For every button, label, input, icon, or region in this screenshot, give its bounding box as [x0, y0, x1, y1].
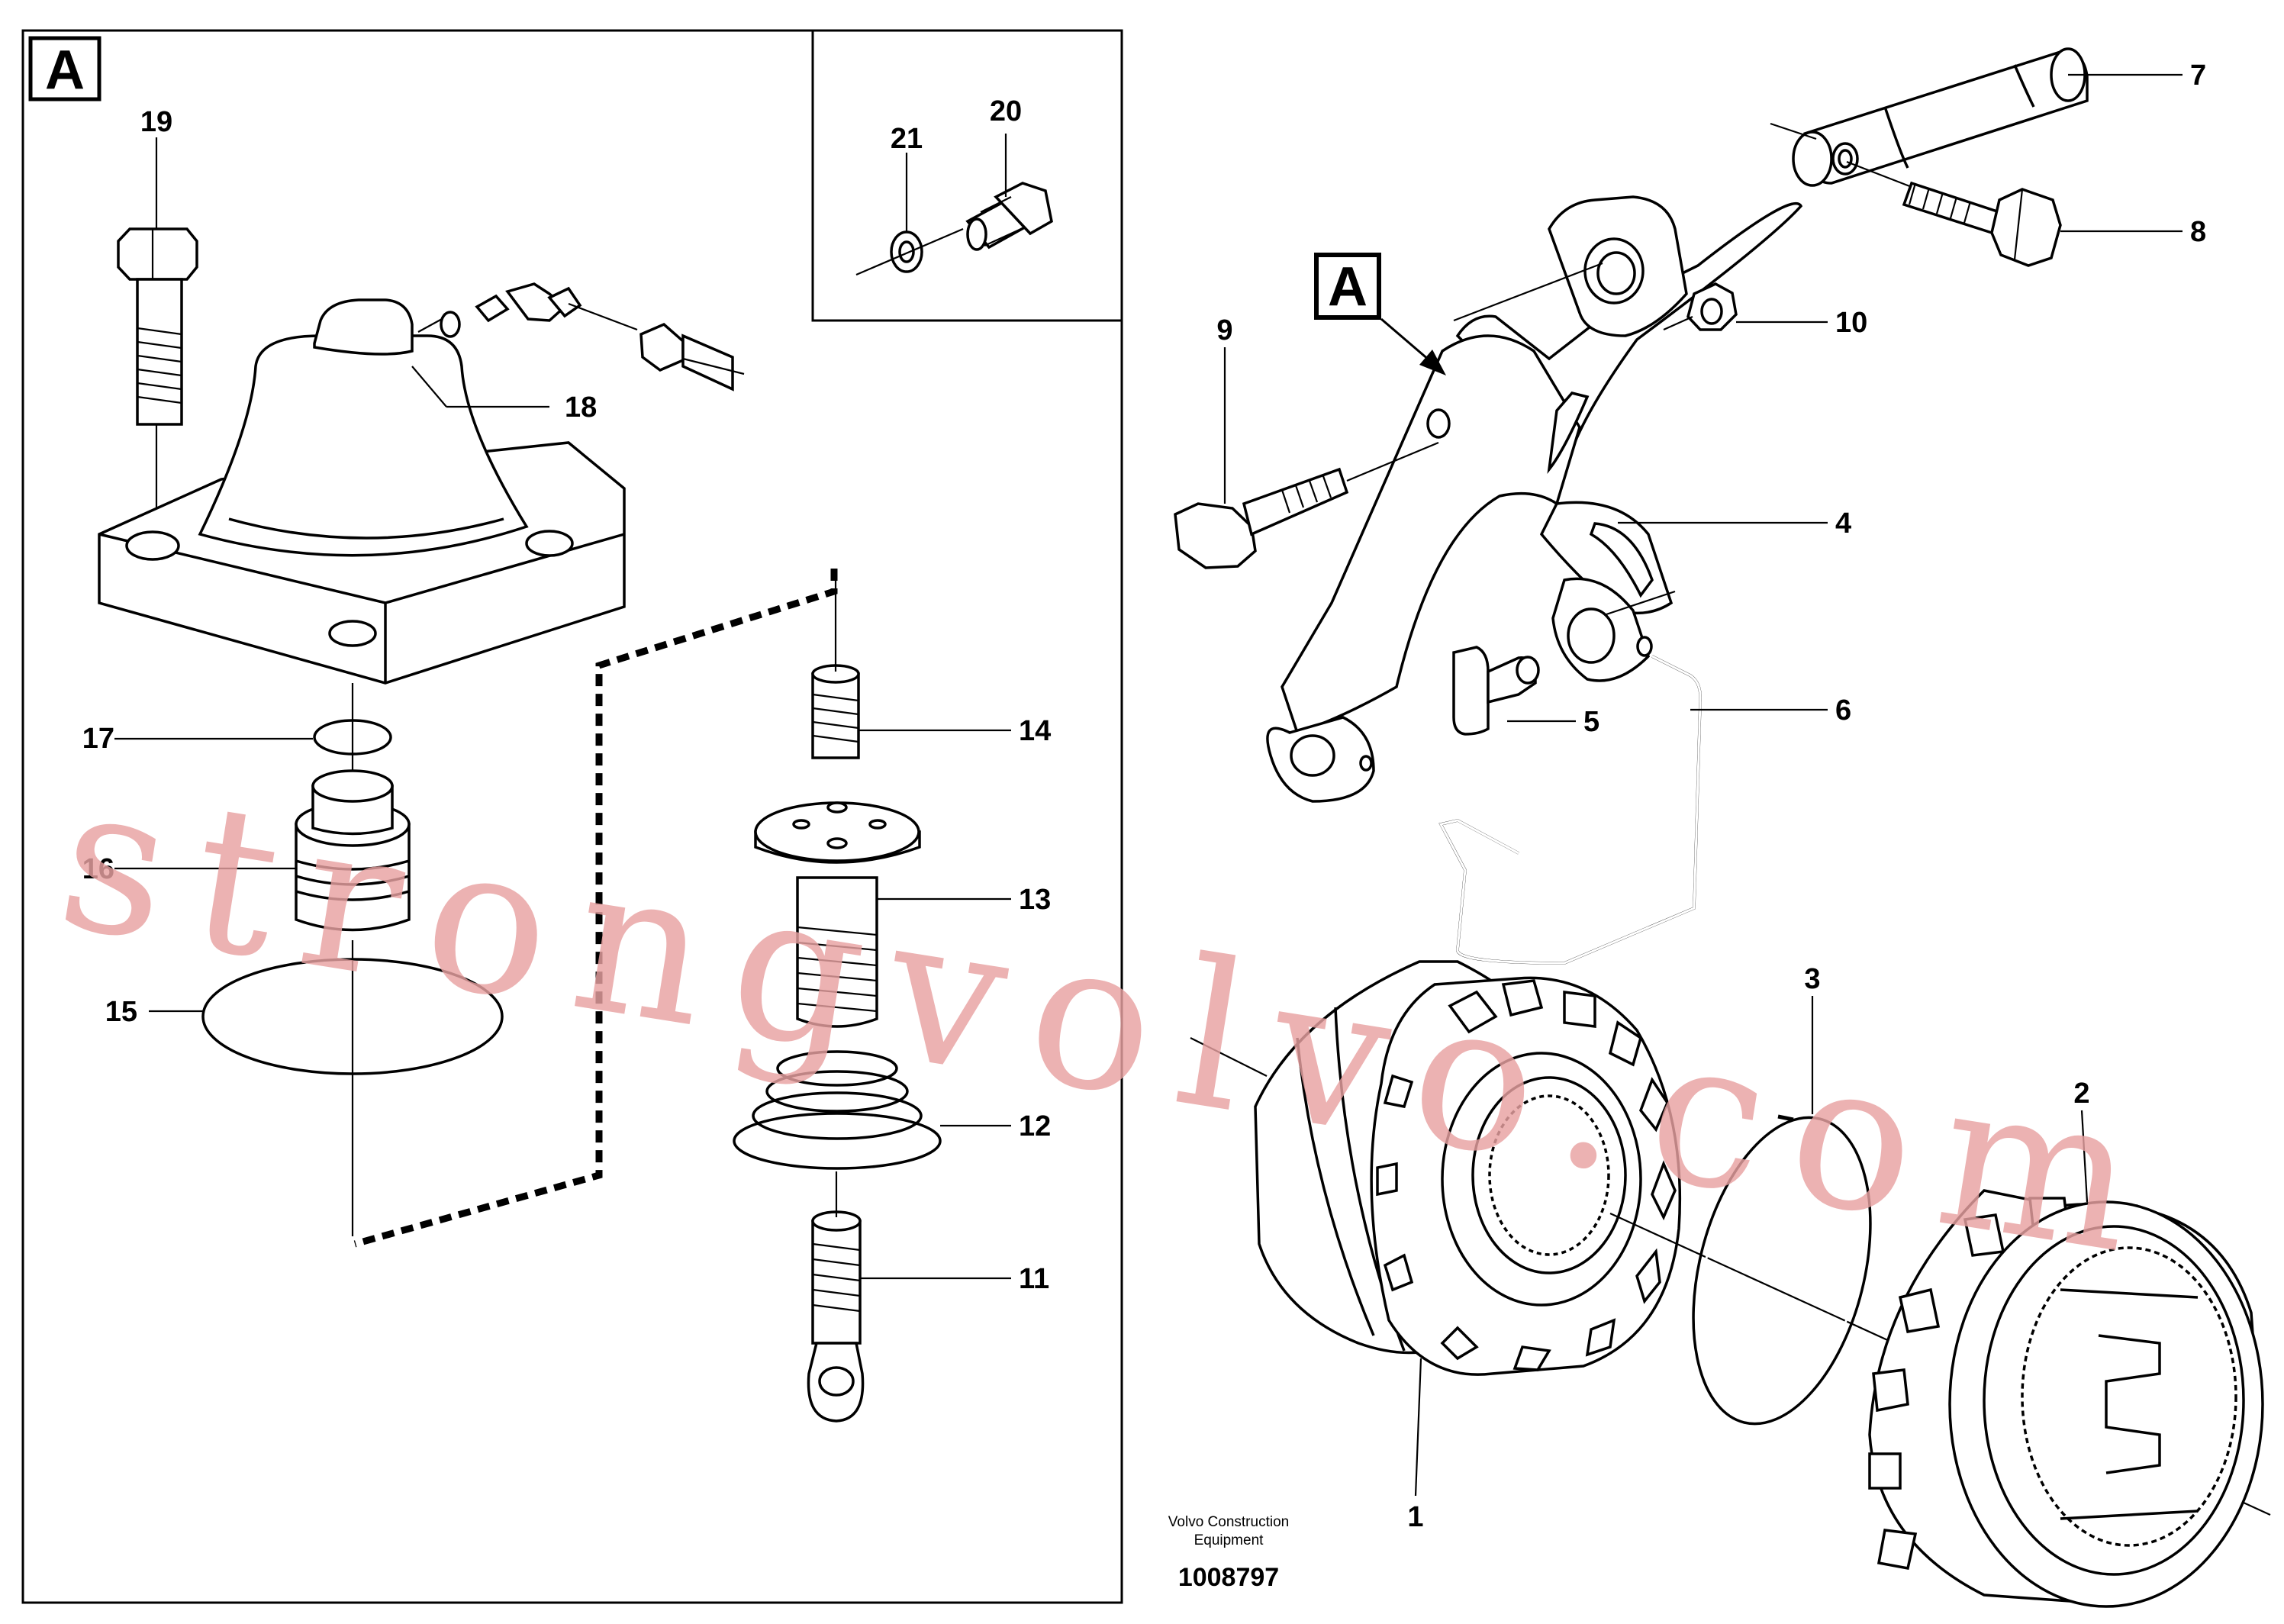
leader-lines: [114, 73, 2183, 1497]
callout-16: 16: [82, 853, 114, 885]
axis-line-8: [1846, 160, 1912, 188]
callout-18: 18: [565, 392, 597, 424]
bolt-part-9: [1174, 467, 1349, 569]
callout-9: 9: [1216, 314, 1232, 346]
callout-labels: 19 18 17 16 15 14 13 12 11 20 21 9 10 4 …: [82, 60, 2206, 1533]
shift-fork-part-4: [1266, 195, 1803, 803]
sleeve-part-1: [1254, 960, 1682, 1376]
callout-3: 3: [1804, 963, 1820, 995]
document-number: 1008797: [1178, 1563, 1279, 1592]
washer-part-21: [890, 230, 923, 273]
callout-7: 7: [2190, 60, 2206, 92]
o-ring-part-17: [313, 719, 392, 756]
snap-ring-part-3: [1692, 1114, 1872, 1426]
piston-part-16: [295, 769, 411, 932]
axis-line-fork-upper: [1453, 262, 1603, 322]
reference-box-label: A: [1328, 256, 1368, 317]
watermark-text: strongvolvo.com: [46, 739, 2179, 1303]
reference-arrowhead: [1419, 350, 1446, 375]
plug-part-20: [965, 182, 1053, 251]
callout-10: 10: [1835, 307, 1867, 339]
coupling-hub-part-2: [1868, 1189, 2264, 1608]
bolt-part-8: [1902, 181, 2062, 267]
cylinder-housing-part-18: [98, 282, 745, 685]
axis-line-9: [1346, 441, 1439, 482]
detail-a-frame: A: [21, 29, 1123, 1604]
pin-part-5: [1452, 646, 1540, 736]
callout-2: 2: [2073, 1078, 2089, 1110]
callout-13: 13: [1019, 884, 1051, 916]
callout-6: 6: [1835, 694, 1851, 727]
callout-1: 1: [1407, 1501, 1423, 1533]
set-screw-part-14: [811, 664, 860, 759]
callout-21: 21: [891, 123, 923, 155]
spring-part-12: [733, 1050, 942, 1170]
callout-20: 20: [990, 95, 1022, 127]
nut-part-10: [1686, 282, 1738, 331]
callout-4: 4: [1835, 508, 1851, 540]
callout-15: 15: [105, 996, 137, 1028]
eye-bolt-part-11: [807, 1210, 865, 1423]
callout-17: 17: [82, 723, 114, 755]
axis-line-7: [1770, 122, 1817, 140]
valve-part-13: [754, 801, 921, 1028]
bolt-part-19: [117, 227, 198, 426]
o-ring-part-15: [201, 958, 504, 1075]
credit-line-2: Equipment: [1194, 1532, 1264, 1548]
axis-line-10: [1663, 315, 1693, 331]
axis-line-1-left: [1190, 1037, 1268, 1077]
callout-5: 5: [1583, 706, 1599, 738]
detail-a-label: A: [45, 40, 85, 101]
callout-8: 8: [2190, 216, 2206, 248]
reference-box: [1314, 253, 1381, 320]
callout-14: 14: [1019, 715, 1051, 747]
reference-pointer: [1380, 317, 1435, 366]
credit-line-1: Volvo Construction: [1168, 1514, 1289, 1530]
axis-line-fork-lower: [1606, 590, 1676, 616]
callout-11: 11: [1019, 1263, 1049, 1295]
wire-clip-part-6: [1438, 655, 1702, 965]
rod-part-7: [1792, 47, 2089, 187]
callout-12: 12: [1019, 1110, 1051, 1142]
callout-19: 19: [140, 106, 172, 138]
axis-line-inset: [855, 227, 964, 276]
dashed-link-path: [353, 569, 838, 1248]
